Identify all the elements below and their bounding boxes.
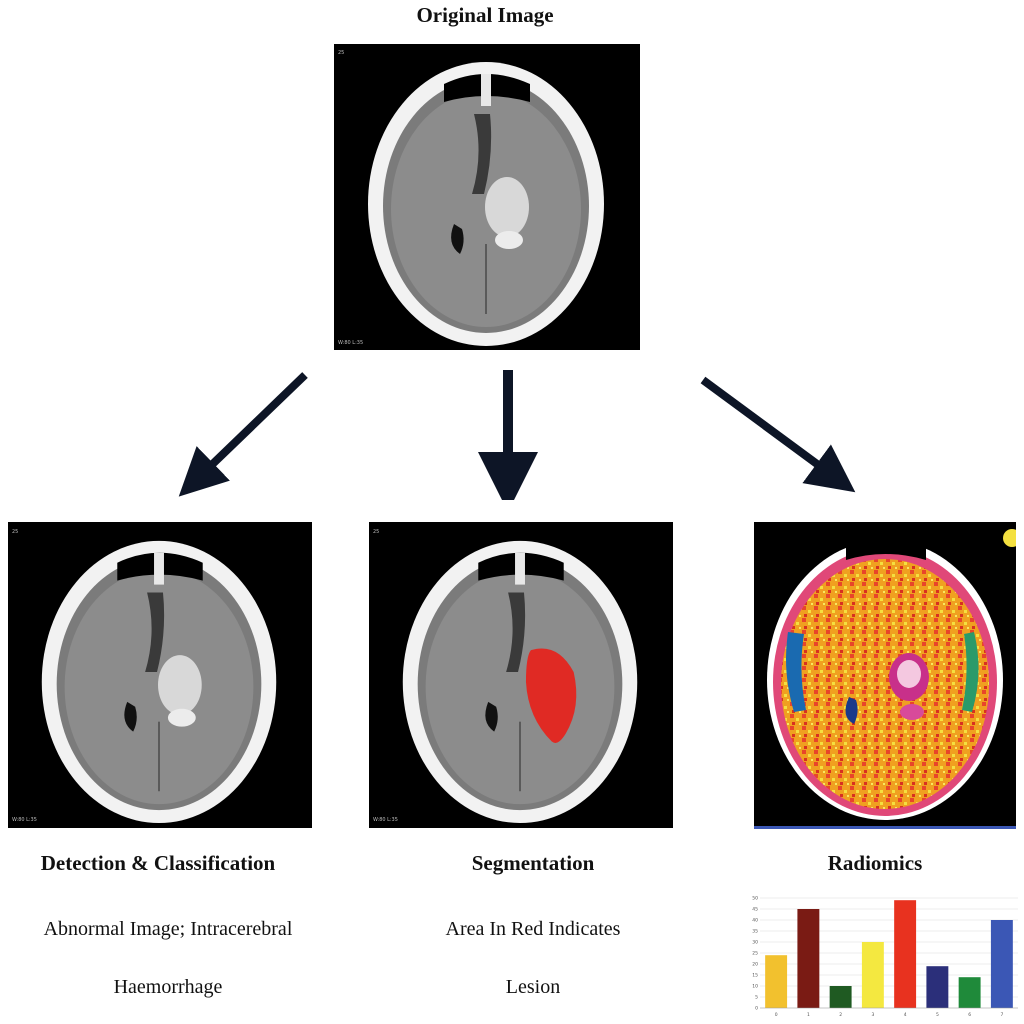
y-tick-label: 40: [752, 918, 758, 924]
bar-3: [861, 942, 884, 1008]
y-tick-label: 20: [752, 962, 758, 968]
bar-1: [797, 909, 820, 1008]
x-tick-label: 5: [936, 1012, 939, 1018]
x-tick-label: 6: [968, 1012, 971, 1018]
slice-number-label: 25: [12, 529, 18, 535]
window-level-label: W:80 L:35: [373, 817, 398, 823]
y-tick-label: 25: [752, 951, 758, 957]
y-tick-label: 30: [752, 940, 758, 946]
slice-number-label: 25: [338, 50, 344, 56]
y-tick-label: 15: [752, 973, 758, 979]
segmentation-caption-line1: Area In Red Indicates: [445, 918, 621, 940]
bar-4: [894, 900, 917, 1008]
x-tick-label: 3: [871, 1012, 874, 1018]
arrow-to-radiomics: [700, 376, 856, 493]
bar-2: [829, 986, 852, 1008]
segmentation-title: Segmentation: [471, 851, 595, 875]
bar-7: [990, 920, 1013, 1008]
x-tick-label: 4: [904, 1012, 907, 1018]
segmentation-ct-image: 25 W:80 L:35: [369, 522, 673, 828]
radiomics-heatmap-image: [754, 522, 1016, 829]
x-tick-label: 1: [807, 1012, 810, 1018]
bar-5: [926, 966, 949, 1008]
y-tick-label: 50: [752, 896, 758, 902]
y-tick-label: 45: [752, 907, 758, 913]
lesion-mask: [525, 648, 577, 743]
bar-6: [958, 977, 981, 1008]
x-tick-label: 0: [775, 1012, 778, 1018]
x-tick-label: 2: [839, 1012, 842, 1018]
detection-caption-line2: Haemorrhage: [113, 976, 223, 998]
y-tick-label: 0: [755, 1006, 758, 1012]
window-level-label: W:80 L:35: [338, 340, 363, 346]
y-tick-label: 35: [752, 929, 758, 935]
detection-ct-image: 25 W:80 L:35: [8, 522, 312, 828]
detection-title: Detection & Classification: [40, 851, 276, 875]
slice-number-label: 25: [373, 529, 379, 535]
original-ct-image: 25 W:80 L:35: [334, 44, 640, 350]
y-tick-label: 10: [752, 984, 758, 990]
bar-0: [765, 955, 788, 1008]
segmentation-caption-line2: Lesion: [505, 976, 561, 998]
arrow-to-detection: [178, 372, 308, 497]
detection-caption-line1: Abnormal Image; Intracerebral: [43, 918, 293, 940]
original-image-title: Original Image: [416, 3, 554, 27]
radiomics-title: Radiomics: [827, 851, 923, 875]
y-tick-label: 5: [755, 995, 758, 1001]
flow-arrows: [178, 370, 856, 500]
window-level-label: W:80 L:35: [12, 817, 37, 823]
x-tick-label: 7: [1000, 1012, 1003, 1018]
